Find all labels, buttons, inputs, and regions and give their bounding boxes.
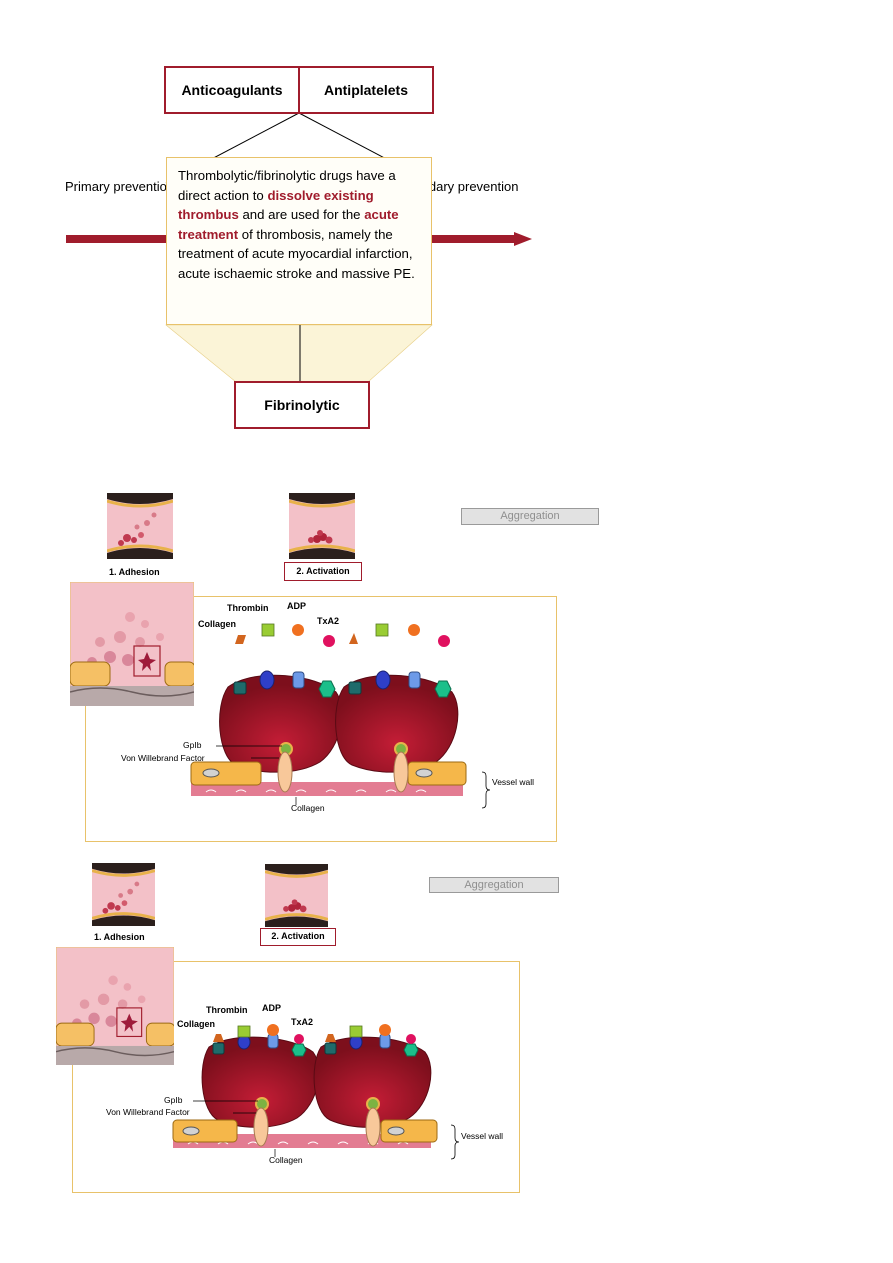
adp-label: ADP [262, 1003, 282, 1013]
vwf-label: Von Willebrand Factor [121, 753, 205, 763]
anticoagulants-box: Anticoagulants [164, 66, 300, 114]
activation-thumbnail [289, 493, 355, 559]
activation-thumbnail [265, 864, 328, 927]
callout-text-1: Thrombolytic/fibrinolytic drugs have a d… [178, 168, 396, 203]
adhesion-label: 1. Adhesion [109, 567, 160, 577]
activation-label: 2. Activation [296, 566, 350, 576]
collagen-top-label: Collagen [198, 619, 237, 629]
platelet-adhesion-illustration [190, 623, 491, 809]
adp-label: ADP [287, 601, 307, 611]
platelet-activation-illustration [172, 1024, 460, 1160]
thrombin-label: Thrombin [206, 1005, 248, 1015]
thrombolytic-callout: Thrombolytic/fibrinolytic drugs have a d… [166, 157, 432, 325]
collagen-bottom-label: Collagen [291, 803, 325, 813]
callout-text-2: and are used for the [238, 207, 365, 223]
gpib-label: GpIb [164, 1095, 183, 1105]
gpib-label: GpIb [183, 740, 202, 750]
aggregation-tab[interactable]: Aggregation [429, 877, 559, 893]
adhesion-label: 1. Adhesion [94, 932, 145, 942]
adhesion-thumbnail [92, 863, 155, 926]
activation-label: 2. Activation [271, 931, 325, 941]
activation-label-box: 2. Activation [284, 562, 362, 581]
vwf-label: Von Willebrand Factor [106, 1107, 190, 1117]
aggregation-tab[interactable]: Aggregation [461, 508, 599, 525]
vessel-wall-label: Vessel wall [461, 1131, 504, 1141]
vessel-zoom-inset [56, 947, 174, 1065]
platelet-figure-2: 1. Adhesion 2. Activation Aggregation [45, 860, 605, 1200]
fibrinolytic-label: Fibrinolytic [264, 397, 340, 413]
vessel-wall-label: Vessel wall [492, 777, 535, 787]
aggregation-label: Aggregation [500, 510, 560, 522]
anticoagulants-label: Anticoagulants [181, 82, 283, 98]
antiplatelets-box: Antiplatelets [298, 66, 434, 114]
vessel-zoom-inset [70, 582, 194, 706]
callout-text-3: of thrombosis, namely the treatment of a… [178, 226, 415, 281]
platelet-figure-1: 1. Adhesion 2. Activation Aggregation [60, 490, 620, 845]
collagen-bottom-label: Collagen [269, 1155, 303, 1165]
antiplatelets-label: Antiplatelets [323, 82, 408, 98]
callout-emphasis-dissolve: dissolve existing thrombus [178, 187, 374, 223]
aggregation-label: Aggregation [464, 879, 524, 891]
thrombin-label: Thrombin [227, 603, 269, 613]
txa2-label: TxA2 [317, 616, 340, 626]
top-diagram-lines [66, 112, 532, 383]
txa2-label: TxA2 [291, 1017, 314, 1027]
callout-emphasis-acute: acute treatment [178, 207, 399, 242]
fibrinolytic-box: Fibrinolytic [234, 381, 370, 429]
primary-prevention-label: Primary prevention [65, 179, 175, 194]
collagen-top-label: Collagen [177, 1019, 216, 1029]
collagen-triangle [235, 635, 246, 644]
adhesion-thumbnail [107, 493, 173, 559]
activation-label-box: 2. Activation [260, 928, 336, 946]
